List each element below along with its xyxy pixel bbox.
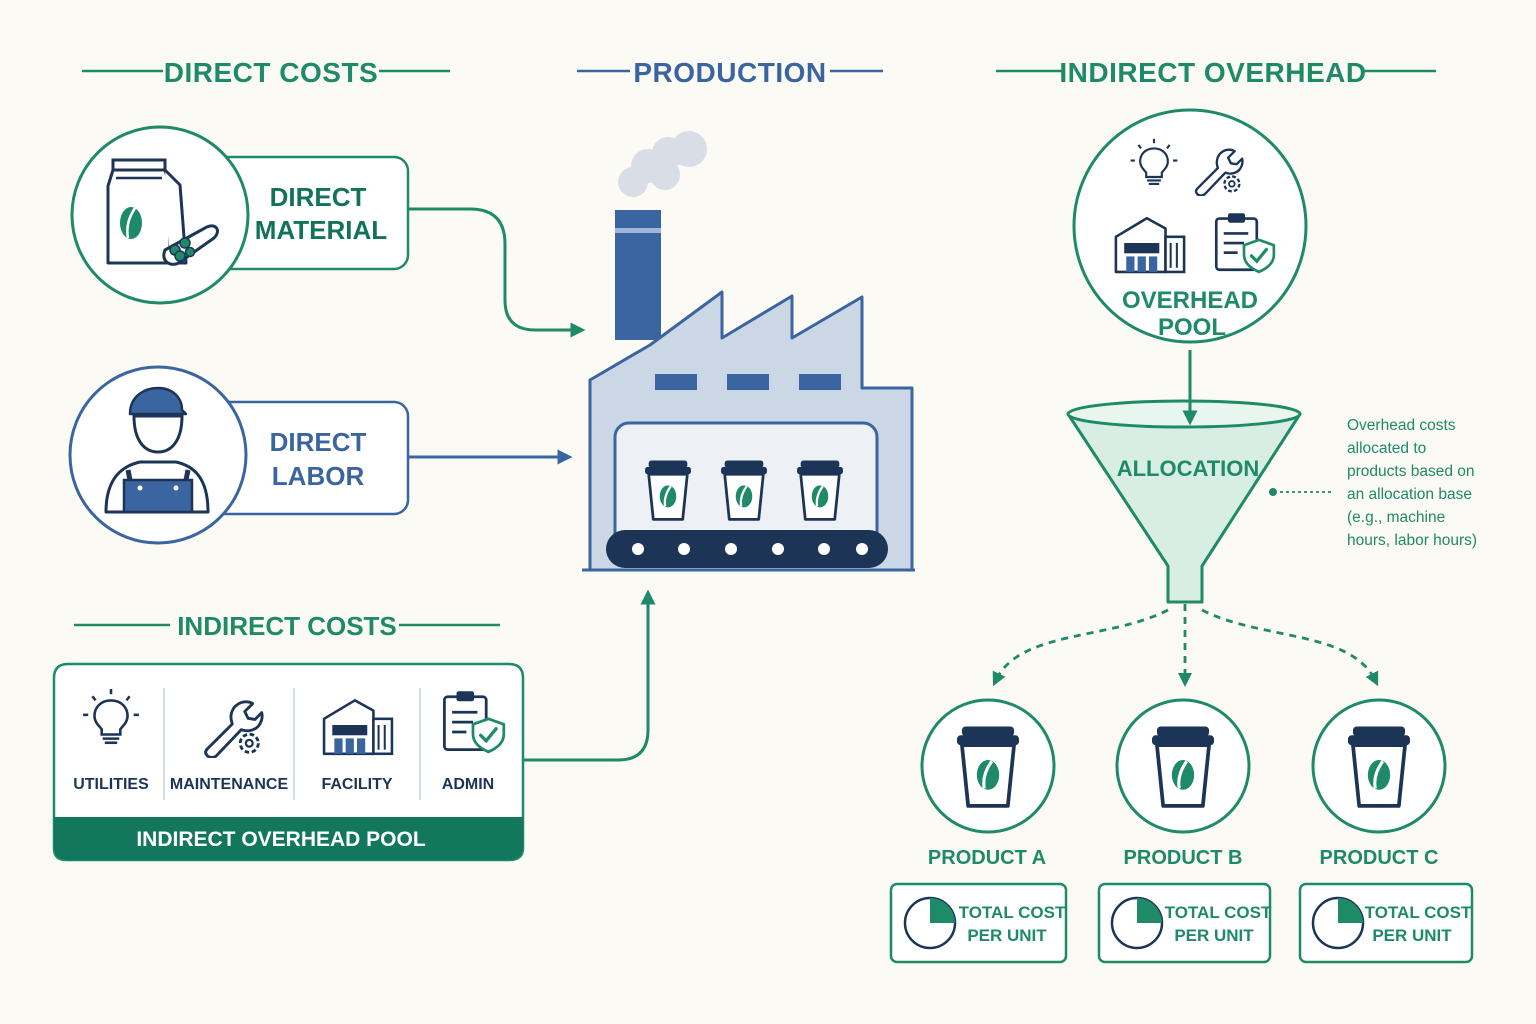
indirect-overhead-title: INDIRECT OVERHEAD (1059, 57, 1366, 88)
note-dot (1269, 488, 1277, 496)
coffee-cup-icon (1348, 727, 1410, 806)
conveyor-belt (606, 530, 888, 568)
direct-material-label-2: MATERIAL (255, 215, 388, 245)
product-a-name: PRODUCT A (928, 847, 1046, 869)
indirect-pool-box (52, 662, 525, 862)
product-a-cost-label-2: PER UNIT (967, 926, 1047, 945)
allocation-note-line: Overhead costs (1347, 417, 1456, 434)
allocation-funnel: ALLOCATION (1066, 399, 1302, 604)
utilities-item: UTILITIES (73, 688, 149, 793)
chimney-band (615, 228, 661, 233)
allocation-note: Overhead costs allocated to products bas… (1347, 417, 1477, 549)
production-header: PRODUCTION (577, 57, 883, 88)
facility-item: FACILITY (321, 699, 394, 793)
indirect-overhead-header: INDIRECT OVERHEAD (996, 57, 1436, 88)
factory-window (727, 374, 769, 390)
utilities-label: UTILITIES (73, 776, 149, 793)
maintenance-label: MAINTENANCE (170, 776, 289, 793)
conveyor-rollers (632, 543, 868, 555)
allocation-arrow-c (1201, 608, 1379, 687)
product-c: PRODUCT C TOTAL COST PER UNIT (1298, 698, 1474, 964)
product-b: PRODUCT B TOTAL COST PER UNIT (1097, 698, 1272, 964)
factory-window (655, 374, 697, 390)
allocation-note-line: hours, labor hours) (1347, 532, 1477, 549)
direct-costs-header: DIRECT COSTS (82, 57, 450, 88)
product-c-cost-label-2: PER UNIT (1372, 926, 1452, 945)
coffee-cup-icon (957, 727, 1019, 806)
coffee-cup-icon (721, 458, 767, 521)
allocation-arrow-a (992, 608, 1169, 687)
maintenance-item: MAINTENANCE (170, 700, 289, 793)
coffee-cup-icon (1152, 727, 1214, 806)
factory-illustration (582, 131, 915, 572)
direct-material-label-1: DIRECT (270, 182, 367, 212)
indirect-pool-footer-bar (54, 817, 523, 860)
allocation-note-line: an allocation base (1347, 486, 1472, 503)
coffee-cup-icon (645, 458, 691, 521)
smoke-cloud-icon (618, 131, 707, 197)
indirect-pool-footer: INDIRECT OVERHEAD POOL (136, 828, 426, 851)
product-b-cost-label-2: PER UNIT (1174, 926, 1254, 945)
pie-chart-icon (1110, 896, 1164, 950)
coffee-cup-icon (797, 458, 843, 521)
material-to-production-arrow (408, 207, 586, 338)
funnel-shape (1066, 412, 1302, 604)
product-a: PRODUCT A TOTAL COST PER UNIT (889, 698, 1068, 964)
indirect-costs-title: INDIRECT COSTS (177, 611, 397, 641)
direct-labor-label-2: LABOR (272, 461, 365, 491)
overhead-pool-label-2: POOL (1158, 314, 1226, 341)
product-c-name: PRODUCT C (1320, 847, 1439, 869)
product-a-cost-label-1: TOTAL COST (959, 903, 1066, 922)
admin-item: ADMIN (442, 689, 506, 793)
overhead-pool-circle (1072, 108, 1308, 344)
direct-costs-title: DIRECT COSTS (164, 57, 378, 88)
pie-chart-icon (903, 896, 957, 950)
product-c-cost-label-1: TOTAL COST (1365, 903, 1472, 922)
allocation-note-line: products based on (1347, 463, 1475, 480)
factory-window (799, 374, 841, 390)
product-b-name: PRODUCT B (1124, 847, 1243, 869)
production-title: PRODUCTION (633, 57, 826, 88)
allocation-note-line: allocated to (1347, 440, 1426, 457)
direct-labor-node: DIRECT LABOR (68, 365, 410, 545)
admin-label: ADMIN (442, 776, 494, 793)
coffee-bag-icon (106, 158, 219, 266)
indirect-costs-section: INDIRECT COSTS INDIRECT OVERHEAD POOL UT… (52, 611, 525, 862)
direct-material-node: DIRECT MATERIAL (70, 125, 410, 305)
overhead-pool-label-1: OVERHEAD (1122, 287, 1258, 314)
product-b-cost-label-1: TOTAL COST (1165, 903, 1272, 922)
direct-labor-label-1: DIRECT (270, 427, 367, 457)
facility-label: FACILITY (321, 776, 392, 793)
allocation-note-line: (e.g., machine (1347, 509, 1445, 526)
overhead-pool-node: OVERHEAD POOL (1072, 108, 1308, 344)
funnel-rim (1066, 399, 1302, 429)
worker-icon (104, 386, 210, 514)
pie-chart-icon (1311, 896, 1365, 950)
overhead-to-production-arrow (523, 589, 656, 762)
allocation-label: ALLOCATION (1117, 456, 1260, 481)
